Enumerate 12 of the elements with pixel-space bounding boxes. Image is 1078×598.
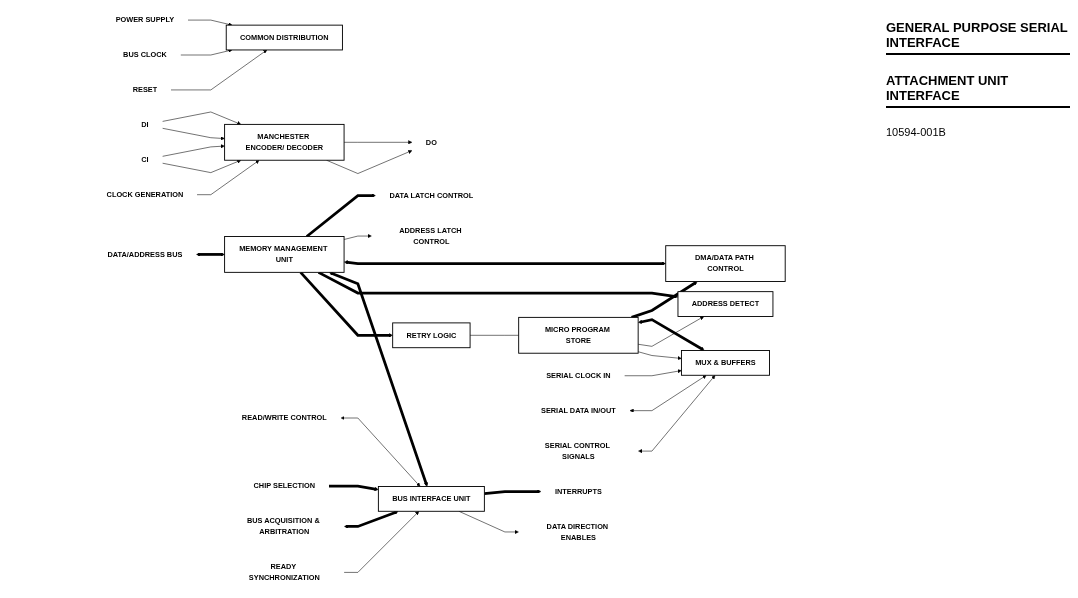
- arrow: [344, 510, 399, 529]
- arrow: [317, 271, 679, 299]
- arrow: [344, 260, 666, 266]
- arrow: [631, 281, 698, 319]
- arrow: [328, 484, 379, 491]
- arrow: [484, 489, 542, 495]
- interface-heading: ATTACHMENT UNIT INTERFACE: [886, 73, 1070, 108]
- connector: [469, 335, 519, 336]
- arrow: [196, 252, 225, 257]
- figure-number: 10594-001B: [886, 126, 947, 138]
- interface-heading: GENERAL PURPOSE SERIAL INTERFACE: [886, 20, 1070, 55]
- arrow: [299, 271, 393, 338]
